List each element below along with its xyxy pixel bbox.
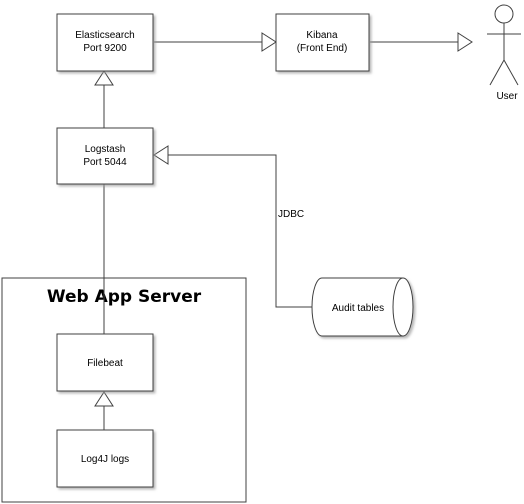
logstash-name: Logstash: [85, 144, 126, 155]
logstash-port: Port 5044: [83, 157, 127, 168]
audit-tables-label: Audit tables: [332, 303, 384, 314]
user-actor[interactable]: User: [487, 4, 521, 102]
audit-tables-node[interactable]: Audit tables: [311, 277, 414, 337]
logstash-node[interactable]: Logstash Port 5044: [56, 127, 154, 185]
elasticsearch-node[interactable]: Elasticsearch Port 9200: [56, 13, 154, 72]
jdbc-label: JDBC: [278, 209, 304, 220]
arrowhead-elasticsearch: [94, 70, 114, 86]
arrowhead-kibana: [261, 32, 277, 52]
arrowhead-logstash: [153, 145, 169, 165]
arrowhead-user: [457, 32, 473, 52]
user-icon: [487, 4, 521, 86]
elasticsearch-port: Port 9200: [83, 43, 127, 54]
filebeat-node[interactable]: Filebeat: [56, 333, 154, 392]
edge-audit-logstash: [168, 154, 314, 308]
filebeat-label: Filebeat: [87, 358, 123, 369]
kibana-subtitle: (Front End): [297, 43, 348, 54]
connectors: [94, 32, 473, 430]
arrowhead-filebeat: [94, 391, 114, 407]
user-label: User: [496, 91, 518, 102]
log4j-label: Log4J logs: [81, 454, 129, 465]
web-app-server-title: Web App Server: [47, 287, 202, 307]
kibana-node[interactable]: Kibana (Front End): [275, 13, 370, 72]
kibana-name: Kibana: [306, 30, 338, 41]
log4j-node[interactable]: Log4J logs: [56, 429, 154, 488]
elasticsearch-name: Elasticsearch: [75, 30, 134, 41]
